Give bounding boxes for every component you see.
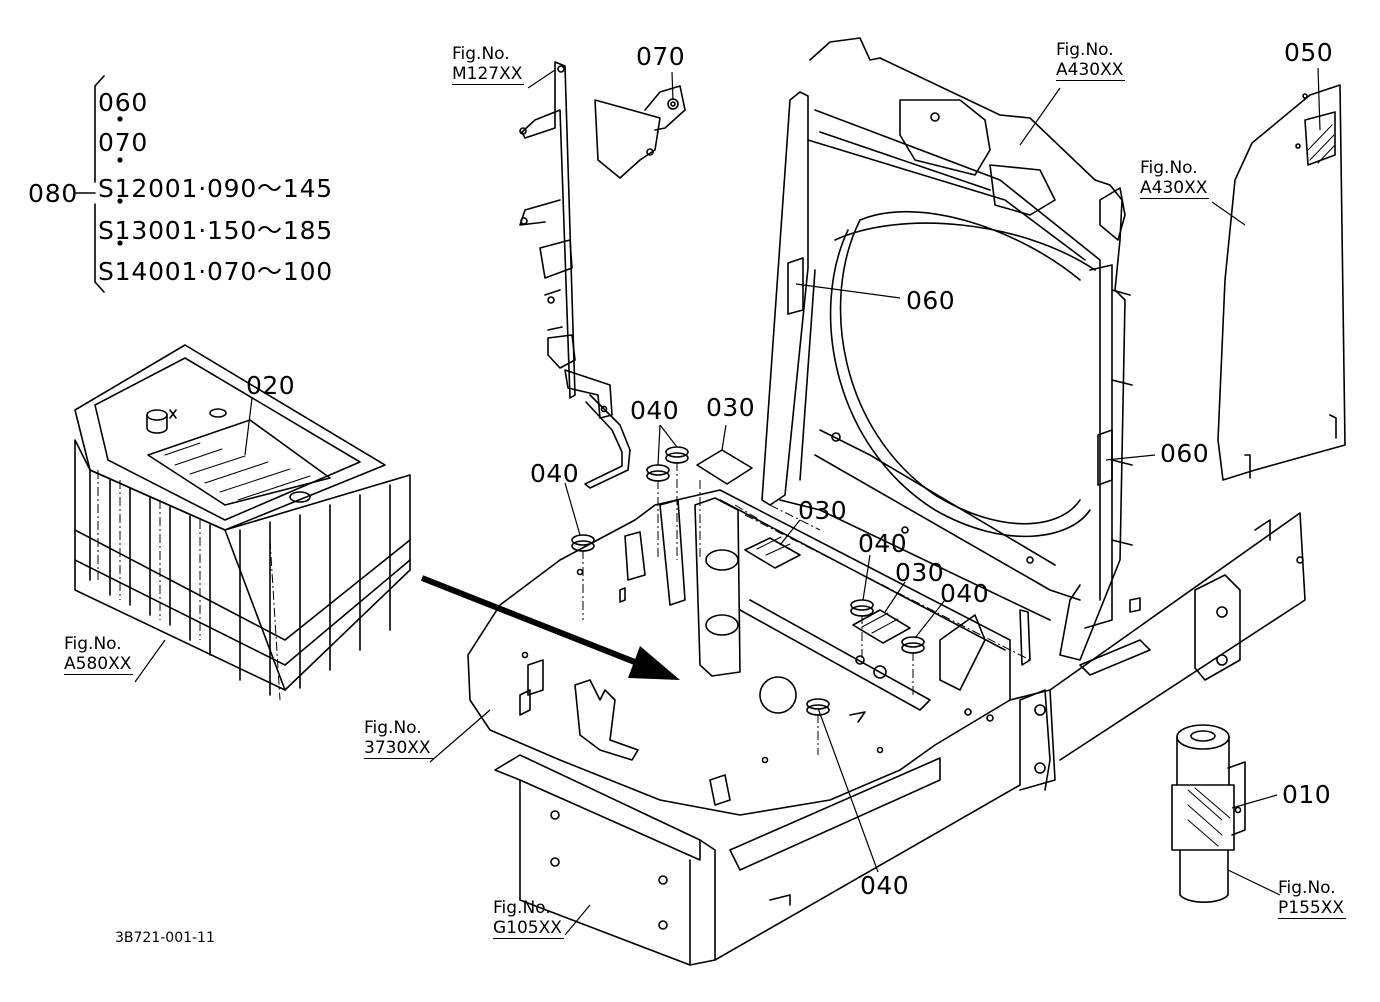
callout-030: 030: [798, 496, 848, 525]
figure-ref-a580: Fig.No. A580XX: [64, 634, 134, 675]
figure-ref-p155: Fig.No. P155XX: [1278, 878, 1346, 919]
fig-ref-code: 3730XX: [364, 738, 433, 759]
fig-no-label: Fig.No.: [64, 634, 122, 654]
callout-060: 060: [1160, 439, 1210, 468]
kit-item: S12001·090〜145: [98, 174, 333, 203]
callout-010: 010: [1282, 780, 1332, 809]
base-plate: [467, 489, 1011, 816]
kit-item: 060: [98, 88, 149, 117]
kit-item: 070: [98, 128, 149, 157]
callout-060: 060: [906, 286, 956, 315]
kit-bracket: [75, 75, 123, 293]
fig-ref-code: A430XX: [1056, 60, 1126, 81]
callout-070: 070: [636, 42, 686, 71]
figure-ref-a430-panel: Fig.No. A430XX: [1140, 158, 1210, 199]
center-lines: [97, 462, 1031, 755]
figure-ref-a430-frame: Fig.No. A430XX: [1056, 40, 1126, 81]
callout-040: 040: [940, 579, 990, 608]
kit-item: S14001·070〜100: [98, 257, 333, 286]
radiator-frame: [761, 37, 1133, 666]
side-panel: [1217, 84, 1346, 481]
kit-number: 080: [28, 179, 79, 208]
kit-item: S13001·150〜185: [98, 216, 333, 245]
switch-component: [1171, 724, 1246, 903]
fig-ref-code: A430XX: [1140, 178, 1210, 199]
fig-no-label: Fig.No.: [493, 898, 551, 918]
fig-no-label: Fig.No.: [1056, 40, 1114, 60]
figure-ref-m127: Fig.No. M127XX: [452, 44, 525, 85]
fig-no-label: Fig.No.: [364, 718, 422, 738]
leader-lines: [134, 67, 1321, 936]
callout-040: 040: [630, 396, 680, 425]
callout-050: 050: [1284, 38, 1334, 67]
lower-frame: [494, 512, 1306, 966]
callout-040: 040: [530, 459, 580, 488]
decals: [696, 257, 1113, 644]
rubber-mounts: [571, 446, 925, 716]
fig-ref-code: P155XX: [1278, 898, 1346, 919]
fig-no-label: Fig.No.: [1278, 878, 1336, 898]
figure-ref-g105: Fig.No. G105XX: [493, 898, 564, 939]
drawing-number: 3B721-001-11: [115, 930, 215, 946]
bracket-assembly: [519, 61, 686, 489]
fig-ref-code: G105XX: [493, 918, 564, 939]
battery: [74, 344, 411, 696]
callout-040: 040: [860, 871, 910, 900]
fig-no-label: Fig.No.: [452, 44, 510, 64]
assembly-arrow: [420, 575, 680, 680]
fig-no-label: Fig.No.: [1140, 158, 1198, 178]
callout-030: 030: [706, 393, 756, 422]
callout-020: 020: [246, 371, 296, 400]
fig-ref-code: A580XX: [64, 654, 134, 675]
fig-ref-code: M127XX: [452, 64, 525, 85]
figure-ref-3730: Fig.No. 3730XX: [364, 718, 433, 759]
callout-040: 040: [858, 529, 908, 558]
callout-030: 030: [895, 558, 945, 587]
